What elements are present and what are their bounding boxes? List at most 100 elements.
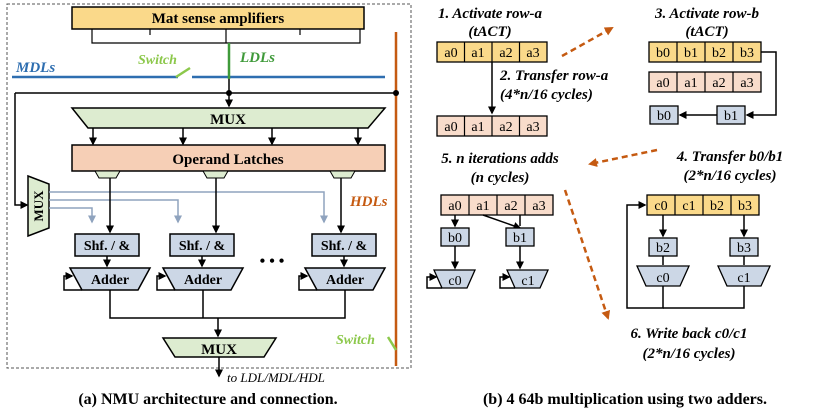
b0-top-label: b0 (657, 109, 671, 124)
mux-side (27, 174, 50, 238)
adder-c1-step6: c1 (716, 265, 772, 287)
write-back-loop (626, 201, 664, 309)
row-a-right-cell-3: a3 (740, 76, 753, 91)
row-a-peach-cell-0: a0 (444, 120, 457, 135)
row-c-cell-0: c0 (654, 199, 667, 214)
mux-bottom-label: MUX (201, 342, 237, 358)
sense-amp-comb (91, 29, 361, 44)
row-c-cell-3: b3 (738, 199, 752, 214)
row-b-yellow: b0 b1 b2 b3 (648, 41, 762, 63)
b2-box: b2 (648, 237, 678, 257)
row-a-yellow-cell-2: a2 (499, 46, 512, 61)
multiplication-steps: 1. Activate row-a (tACT) a0 a1 a2 a3 2. … (426, 6, 784, 408)
switch-top-symbol (175, 66, 191, 79)
flow-arrow-1-3 (561, 26, 614, 58)
operand-latches (71, 144, 386, 172)
shf-label-2: Shf. / & (179, 239, 225, 254)
operand-latches-label: Operand Latches (172, 152, 283, 168)
write-back-loop-c1 (663, 286, 745, 309)
row-a-step5-cell-3: a3 (532, 199, 545, 214)
adder-3: Adder (298, 267, 387, 291)
output-label: to LDL/MDL/HDL (227, 370, 325, 385)
row-a-step5: a0 a1 a2 a3 (440, 194, 554, 216)
c0-step5-label: c0 (448, 274, 461, 289)
row-a-step5-cell-1: a1 (476, 199, 489, 214)
sense-amp-label: Mat sense amplifiers (152, 11, 285, 27)
row-a-yellow: a0 a1 a2 a3 (436, 41, 548, 63)
switch-bottom-label: Switch (336, 333, 375, 348)
b3-label: b3 (737, 241, 751, 256)
row-a-peach: a0 a1 a2 a3 (436, 115, 548, 137)
row-c-cell-2: b2 (710, 199, 724, 214)
c1-step5-label: c1 (521, 274, 534, 289)
shf-label-1: Shf. / & (84, 239, 130, 254)
switch-bottom-symbol (386, 336, 398, 351)
step6-line2: (2*n/16 cycles) (643, 346, 736, 362)
latch-to-shf-arrows (106, 178, 345, 234)
side-mux-lines (49, 191, 328, 224)
c0-step6-label: c0 (656, 271, 669, 286)
row-a-step5-cell-0: a0 (448, 199, 461, 214)
b1-box-step5: b1 (505, 227, 535, 247)
mux-top (70, 107, 387, 129)
nmu-architecture: Mat sense amplifiers MDLs Switch LDLs HD… (6, 3, 412, 408)
row-a-yellow-cell-3: a3 (526, 46, 539, 61)
mux-to-latch-arrows (89, 128, 362, 146)
step2-line1: 2. Transfer row-a (499, 68, 609, 84)
c1-step6-label: c1 (737, 271, 750, 286)
transfer-b-route (745, 51, 777, 119)
flow-arrow-5-6 (563, 189, 611, 320)
row-a-step5-cell-2: a2 (504, 199, 517, 214)
row-c-yellow: c0 c1 b2 b3 (646, 194, 760, 216)
row-b-cell-3: b3 (740, 46, 754, 61)
row-c-cell-1: c1 (682, 199, 695, 214)
step5-line2: (n cycles) (471, 170, 530, 186)
switch-top-label: Switch (138, 53, 177, 68)
ellipsis: • • • (260, 253, 285, 270)
b0-box-step5: b0 (440, 227, 470, 247)
row-a-peach-cell-3: a3 (526, 120, 539, 135)
adder-c0-step5: c0 (426, 269, 477, 289)
row-a-peach-cell-2: a2 (499, 120, 512, 135)
adder-c1-step5: c1 (499, 269, 550, 289)
hdls-label: HDLs (349, 194, 388, 210)
b0-box-top: b0 (649, 105, 679, 125)
step4-line2: (2*n/16 cycles) (684, 168, 777, 184)
row-a-yellow-cell-1: a1 (471, 46, 484, 61)
bus-to-side-mux (14, 93, 29, 209)
adder-1: Adder (63, 267, 152, 291)
step3-line2: (tACT) (685, 24, 728, 40)
shf-to-adder-arrows (103, 256, 348, 268)
b1-box-top: b1 (716, 105, 746, 125)
row-a-peach-right: a0 a1 a2 a3 (648, 71, 762, 93)
adder-c0-step6: c0 (635, 265, 691, 287)
mdls-label: MDLs (15, 60, 55, 76)
flow-arrow-4-5 (588, 148, 658, 167)
adder-label-3: Adder (326, 273, 364, 288)
shf-block-2: Shf. / & (169, 233, 235, 257)
shf-label-3: Shf. / & (321, 239, 367, 254)
step6-line1: 6. Write back c0/c1 (631, 326, 748, 342)
caption-b: (b) 4 64b multiplication using two adder… (483, 391, 767, 408)
step4-line1: 4. Transfer b0/b1 (676, 149, 784, 165)
step1-line2: (tACT) (468, 24, 511, 40)
b0-step5-label: b0 (448, 231, 462, 246)
row-b-cell-1: b1 (684, 46, 698, 61)
caption-a: (a) NMU architecture and connection. (78, 391, 337, 408)
row-b-cell-0: b0 (656, 46, 670, 61)
adders-to-bottom-mux (109, 290, 346, 336)
step2-line2: (4*n/16 cycles) (500, 87, 593, 103)
ldls-label: LDLs (239, 50, 275, 66)
b3-box: b3 (729, 237, 759, 257)
row-a-right-cell-1: a1 (684, 76, 697, 91)
row-a-peach-cell-1: a1 (471, 120, 484, 135)
mux-side-label: MUX (31, 190, 46, 222)
latch-taps (94, 170, 356, 179)
nmu-boundary (6, 3, 412, 369)
adder-label-1: Adder (91, 273, 129, 288)
step3-line1: 3. Activate row-b (654, 6, 760, 22)
step1-line1: 1. Activate row-a (438, 6, 543, 22)
adder-2: Adder (156, 267, 245, 291)
row-a-yellow-cell-0: a0 (444, 46, 457, 61)
b1-top-label: b1 (724, 109, 738, 124)
